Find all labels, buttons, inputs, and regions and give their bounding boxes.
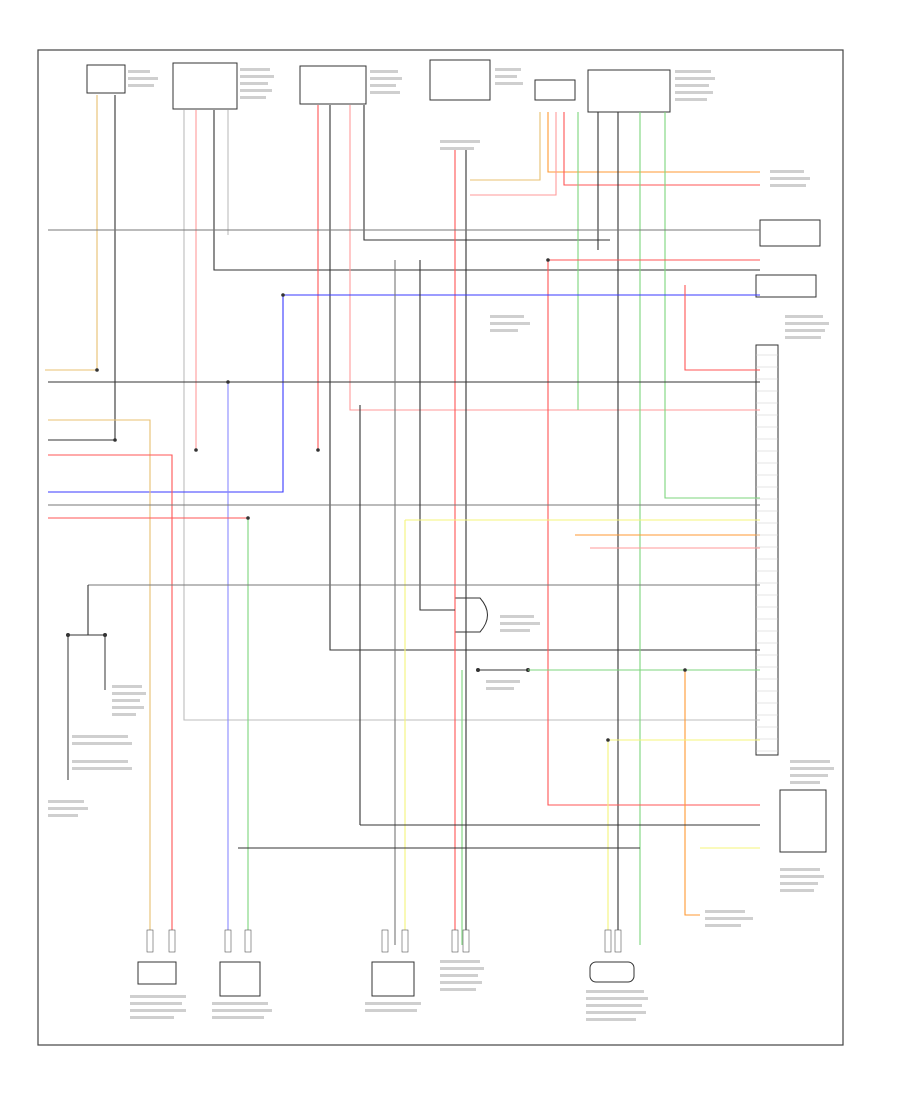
connector-pin-1 (146, 929, 154, 953)
left-switch (48, 633, 146, 817)
wire-16 (563, 112, 760, 186)
junction-dot-3 (194, 448, 198, 452)
wire-1 (45, 95, 98, 371)
junction-dot-2 (113, 438, 117, 442)
junction-dot-7 (226, 380, 230, 384)
wire-9 (349, 105, 760, 411)
connector-pin-10 (614, 929, 622, 953)
wire-8 (329, 105, 760, 651)
connector-pin-7 (451, 929, 459, 953)
mid-switch (476, 668, 530, 690)
top-sensor-2 (172, 62, 238, 110)
wire-10 (363, 105, 610, 241)
bottom-labels (130, 960, 648, 1021)
wire-36 (419, 260, 455, 611)
top-switch (534, 79, 576, 101)
connector-pin-3 (224, 929, 232, 953)
wire-30 (48, 419, 151, 945)
wire-26 (48, 295, 284, 493)
bottom-sensor-1 (137, 961, 177, 985)
right-bottom-module (779, 789, 827, 853)
connector-layer (95, 258, 778, 953)
junction-dot-9 (683, 668, 687, 672)
connector-pin-6 (401, 929, 409, 953)
junction-dot-6 (281, 293, 285, 297)
junction-dot-1 (95, 368, 99, 372)
connector-pin-5 (381, 929, 389, 953)
wire-13 (470, 112, 541, 181)
wire-45 (684, 670, 700, 916)
connector-pin-8 (462, 929, 470, 953)
junction-dot-10 (606, 738, 610, 742)
top-module (587, 69, 671, 113)
connector-pin-2 (168, 929, 176, 953)
wire-21 (664, 112, 760, 499)
right-module-lower (755, 274, 817, 298)
junction-dot-4 (316, 448, 320, 452)
bottom-sensor-3 (371, 961, 415, 997)
top-sensor-1 (86, 64, 126, 94)
bottom-sensor-5 (589, 961, 635, 983)
wire-3 (183, 110, 760, 721)
top-sensor-3 (299, 65, 367, 105)
bottom-sensor-2 (219, 961, 261, 997)
wire-2 (48, 95, 116, 441)
diagram-border (37, 49, 844, 1046)
right-labels (705, 170, 834, 927)
wire-5 (213, 110, 760, 271)
wire-24 (547, 260, 760, 806)
connector-pin-9 (604, 929, 612, 953)
top-relay (429, 59, 491, 101)
ecm-connector (755, 344, 779, 756)
junction-dot-8 (246, 516, 250, 520)
wire-27 (684, 285, 760, 371)
top-labels (128, 68, 715, 332)
right-module-upper (759, 219, 821, 247)
wire-15 (470, 112, 557, 196)
wire-14 (547, 112, 760, 173)
wire-layer (45, 95, 760, 945)
junction-dot-5 (546, 258, 550, 262)
mid-sensor-block (454, 597, 488, 633)
wire-31 (48, 454, 173, 945)
connector-pin-4 (244, 929, 252, 953)
